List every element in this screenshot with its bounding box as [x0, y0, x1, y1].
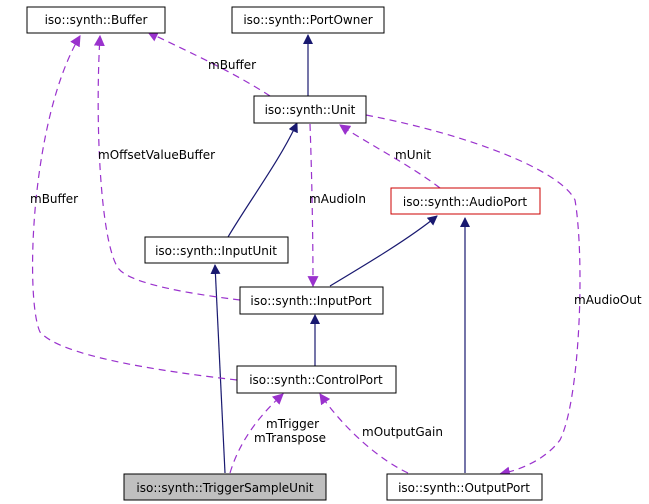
edge-inputport-moffsetvaluebuffer: [93, 34, 241, 301]
label-maudioin: mAudioIn: [309, 192, 366, 206]
usage-edges: [31, 31, 581, 478]
node-control-port-label: iso::synth::ControlPort: [249, 373, 383, 387]
label-mbuffer-unit: mBuffer: [208, 58, 256, 72]
edge-labels: mBuffer mOffsetValueBuffer mBuffer mUnit…: [30, 58, 642, 445]
node-output-port-label: iso::synth::OutputPort: [398, 481, 530, 495]
node-port-owner-label: iso::synth::PortOwner: [243, 13, 372, 27]
node-input-unit-label: iso::synth::InputUnit: [155, 244, 277, 258]
node-buffer[interactable]: iso::synth::Buffer: [26, 6, 166, 34]
edge-inputport-to-audioport: [329, 215, 438, 287]
node-unit-label: iso::synth::Unit: [265, 103, 356, 117]
label-moutputgain: mOutputGain: [362, 425, 443, 439]
label-mtrigger: mTrigger: [266, 417, 319, 431]
edge-unit-maudioin: [307, 123, 319, 288]
edge-audioport-munit: [339, 124, 441, 189]
node-trigger-sample-unit-label: iso::synth::TriggerSampleUnit: [136, 481, 313, 495]
edge-outputport-moutputgain: [319, 393, 409, 474]
edge-unit-mbuffer: [147, 31, 271, 97]
node-input-port[interactable]: iso::synth::InputPort: [239, 286, 384, 315]
label-munit: mUnit: [395, 148, 431, 162]
node-trigger-sample-unit[interactable]: iso::synth::TriggerSampleUnit: [123, 473, 327, 501]
edge-inputunit-to-unit: [227, 122, 298, 238]
label-maudioout: mAudioOut: [574, 293, 642, 307]
node-input-port-label: iso::synth::InputPort: [250, 294, 372, 308]
label-moffsetvaluebuffer: mOffsetValueBuffer: [98, 148, 215, 162]
node-audio-port-label: iso::synth::AudioPort: [403, 195, 528, 209]
node-buffer-label: iso::synth::Buffer: [45, 13, 148, 27]
node-input-unit[interactable]: iso::synth::InputUnit: [144, 236, 289, 264]
edge-triggersampleunit-to-inputunit: [210, 264, 226, 474]
edge-triggersampleunit-mtrigger: [229, 393, 284, 474]
node-port-owner[interactable]: iso::synth::PortOwner: [231, 6, 385, 34]
inheritance-edges: [210, 34, 470, 474]
node-output-port[interactable]: iso::synth::OutputPort: [386, 473, 543, 501]
node-control-port[interactable]: iso::synth::ControlPort: [236, 365, 397, 394]
label-mbuffer-control: mBuffer: [30, 192, 78, 206]
edge-controlport-mbuffer: [31, 35, 238, 381]
label-mtranspose: mTranspose: [254, 431, 326, 445]
node-unit[interactable]: iso::synth::Unit: [253, 95, 367, 124]
node-audio-port[interactable]: iso::synth::AudioPort: [390, 187, 541, 215]
edge-unit-maudioout: [365, 114, 581, 478]
